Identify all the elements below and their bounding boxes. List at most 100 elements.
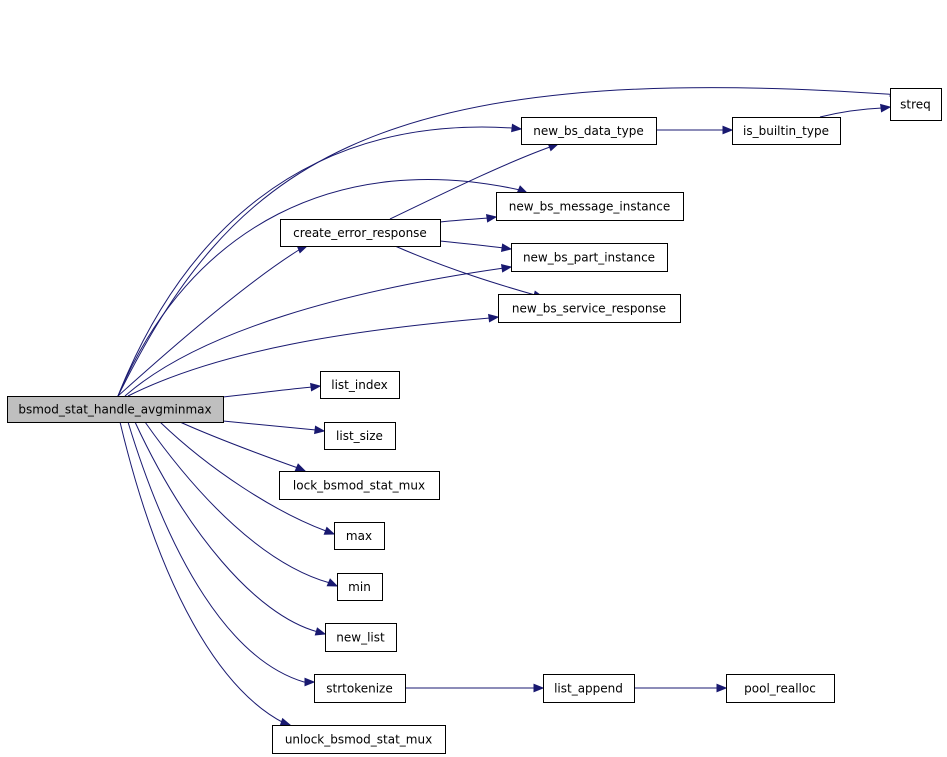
arrowhead: [500, 243, 513, 252]
node-label: lock_bsmod_stat_mux: [293, 479, 425, 493]
edge-new_bs_data_type-to-is_builtin_type: [656, 125, 734, 135]
node-new-bs-service-response[interactable]: new_bs_service_response: [498, 294, 681, 323]
arrowhead: [516, 185, 529, 194]
node-label: new_bs_data_type: [533, 124, 644, 138]
node-box: [334, 522, 385, 550]
edge-root-to-lock_bsmod_stat_mux: [179, 421, 307, 472]
node-box: [498, 294, 681, 323]
node-new-bs-data-type[interactable]: new_bs_data_type: [521, 117, 657, 145]
node-box: [732, 117, 841, 145]
node-new-bs-message-instance[interactable]: new_bs_message_instance: [496, 192, 684, 221]
node-box: [890, 88, 942, 121]
edge-line: [127, 421, 314, 683]
node-root[interactable]: bsmod_stat_handle_avgminmax: [7, 396, 224, 423]
edge-line: [117, 178, 528, 397]
edge-line: [117, 126, 522, 397]
edges-layer: [117, 87, 901, 727]
arrowhead: [323, 526, 336, 535]
edge-line: [222, 420, 325, 432]
edge-root-to-min: [144, 421, 339, 587]
node-label: strtokenize: [326, 682, 392, 696]
node-box: [543, 674, 635, 703]
node-unlock-bsmod-stat-mux[interactable]: unlock_bsmod_stat_mux: [272, 725, 446, 754]
node-box: [7, 396, 224, 423]
node-is-builtin-type[interactable]: is_builtin_type: [732, 117, 841, 145]
node-box: [496, 192, 684, 221]
node-streq[interactable]: streq: [890, 88, 942, 121]
node-label: pool_realloc: [744, 682, 816, 696]
node-min[interactable]: min: [337, 573, 383, 601]
edge-create_error_response-to-new_bs_part_instance: [439, 240, 513, 252]
node-box: [314, 674, 406, 703]
edge-root-to-new_bs_service_response: [127, 313, 500, 397]
node-label: unlock_bsmod_stat_mux: [285, 733, 432, 747]
edge-root-to-new_list: [134, 421, 327, 636]
node-box: [272, 725, 446, 754]
arrowhead: [279, 717, 292, 727]
edge-strtokenize-to-list_append: [404, 683, 545, 693]
arrowhead: [310, 382, 322, 392]
node-strtokenize[interactable]: strtokenize: [314, 674, 406, 703]
edge-root-to-new_bs_part_instance: [124, 264, 513, 397]
edge-line: [159, 421, 335, 535]
arrowhead: [294, 463, 307, 472]
arrowhead: [304, 677, 316, 687]
node-label: max: [346, 529, 372, 543]
edge-root-to-list_size: [222, 420, 326, 435]
edge-line: [127, 316, 499, 397]
arrowhead: [716, 683, 728, 693]
arrowhead: [722, 125, 734, 135]
node-box: [320, 371, 400, 399]
node-create-error-response[interactable]: create_error_response: [280, 219, 441, 247]
edge-root-to-new_bs_message_instance: [117, 178, 529, 397]
arrowhead: [326, 578, 339, 587]
node-label: new_bs_service_response: [512, 302, 666, 316]
arrowhead: [533, 683, 545, 693]
node-label: min: [348, 580, 371, 594]
node-label: is_builtin_type: [743, 124, 829, 138]
edge-line: [117, 87, 901, 397]
node-max[interactable]: max: [334, 522, 385, 550]
node-box: [726, 674, 835, 703]
arrowhead: [880, 103, 892, 113]
edge-line: [179, 421, 306, 472]
edge-root-to-create_error_response: [117, 245, 309, 397]
arrowhead: [511, 123, 523, 133]
node-box: [280, 219, 441, 247]
edge-line: [124, 266, 512, 397]
edge-root-to-list_index: [222, 382, 322, 398]
edge-root-to-strtokenize: [127, 421, 316, 687]
edge-line: [134, 421, 326, 635]
arrowhead: [500, 264, 513, 273]
node-box: [521, 117, 657, 145]
node-label: new_bs_part_instance: [523, 251, 655, 265]
edge-line: [819, 106, 891, 118]
node-list-index[interactable]: list_index: [320, 371, 400, 399]
node-pool-realloc[interactable]: pool_realloc: [726, 674, 835, 703]
node-label: create_error_response: [293, 226, 427, 240]
node-new-list[interactable]: new_list: [325, 623, 397, 652]
node-list-append[interactable]: list_append: [543, 674, 635, 703]
edge-root-to-max: [159, 421, 336, 535]
node-lock-bsmod-stat-mux[interactable]: lock_bsmod_stat_mux: [279, 471, 440, 500]
edge-root-to-new_bs_data_type: [117, 123, 523, 397]
node-label: streq: [900, 98, 931, 112]
node-label: list_append: [554, 682, 623, 696]
edge-create_error_response-to-new_bs_message_instance: [439, 214, 498, 223]
edge-line: [222, 385, 321, 398]
node-new-bs-part-instance[interactable]: new_bs_part_instance: [511, 243, 668, 272]
node-label: bsmod_stat_handle_avgminmax: [18, 403, 211, 417]
edge-line: [389, 143, 559, 220]
node-box: [279, 471, 440, 500]
node-list-size[interactable]: list_size: [324, 422, 396, 450]
edge-line: [439, 240, 512, 250]
edge-line: [144, 421, 338, 587]
edge-create_error_response-to-new_bs_data_type: [389, 143, 560, 220]
arrowhead: [314, 627, 327, 636]
arrowhead: [314, 425, 326, 435]
node-box: [325, 623, 397, 652]
arrowhead: [485, 214, 498, 223]
node-box: [337, 573, 383, 601]
edge-is_builtin_type-to-streq: [819, 103, 892, 118]
